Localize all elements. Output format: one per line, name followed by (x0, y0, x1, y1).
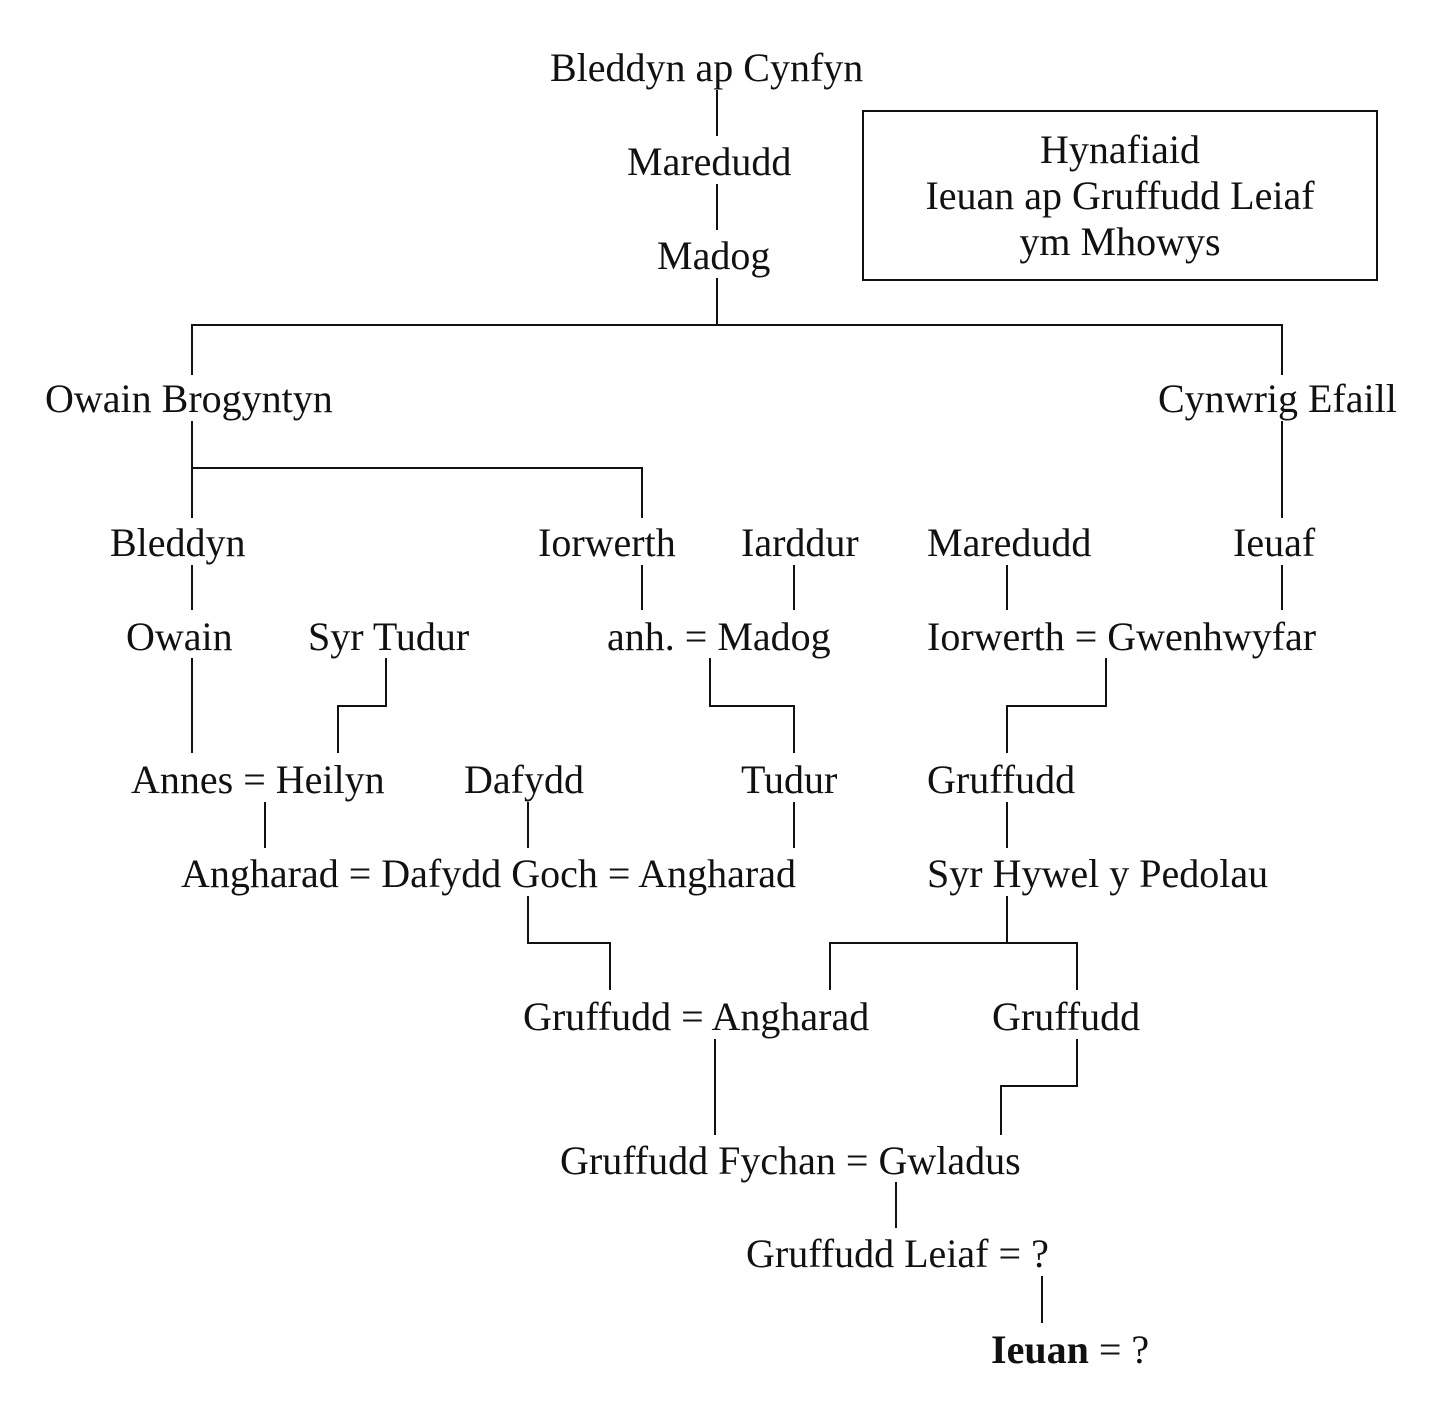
title-box: Hynafiaid Ieuan ap Gruffudd Leiaf ym Mho… (862, 110, 1378, 281)
line-syr-hywel-children (829, 942, 1078, 990)
person-unknown-spouse-2: ? (1131, 1327, 1150, 1372)
title-line-2: Ieuan ap Gruffudd Leiaf (925, 172, 1315, 218)
person-gwladus: Gwladus (878, 1138, 1021, 1183)
person-cynwrig-efaill: Cynwrig Efaill (1158, 376, 1397, 421)
person-gruffudd: Gruffudd (927, 757, 1076, 802)
person-dafydd: Dafydd (464, 757, 584, 802)
person-gruffudd-3: Gruffudd (992, 994, 1141, 1039)
person-gruffudd-2: Gruffudd (523, 994, 672, 1039)
person-maredudd: Maredudd (627, 139, 792, 184)
couple-annes-heilyn: Annes = Heilyn (131, 760, 385, 800)
couple-angharad-dafydd-goch-angharad: Angharad = Dafydd Goch = Angharad (181, 854, 796, 894)
person-bleddyn-ap-cynfyn: Bleddyn ap Cynfyn (550, 45, 864, 90)
person-ieuan: Ieuan (991, 1327, 1089, 1372)
marriage-symbol: = (348, 851, 372, 896)
person-gwenhwyfar: Gwenhwyfar (1107, 614, 1317, 659)
person-madog-2: Madog (717, 614, 831, 659)
person-madog: Madog (657, 233, 771, 278)
person-iorwerth: Iorwerth (538, 520, 676, 565)
marriage-symbol: = (845, 1138, 869, 1183)
line-iorwerth-gwenhwyfar-gruffudd (1006, 658, 1107, 753)
marriage-symbol: = (998, 1231, 1022, 1276)
line-anh-madog-tudur (709, 658, 795, 753)
person-maredudd-2: Maredudd (927, 520, 1092, 565)
couple-gruffudd-leiaf: Gruffudd Leiaf = ? (746, 1234, 1049, 1274)
couple-iorwerth-gwenhwyfar: Iorwerth = Gwenhwyfar (927, 617, 1316, 657)
person-owain-brogyntyn: Owain Brogyntyn (45, 376, 333, 421)
marriage-symbol: = (681, 994, 704, 1039)
marriage-symbol: = (1074, 614, 1098, 659)
person-dafydd-goch: Dafydd Goch (381, 851, 598, 896)
person-heilyn: Heilyn (275, 757, 385, 802)
couple-anh-madog: anh. = Madog (607, 617, 831, 657)
couple-gruffudd-angharad: Gruffudd = Angharad (523, 997, 869, 1037)
person-unknown-spouse-1: ? (1031, 1231, 1049, 1276)
marriage-symbol: = (243, 757, 266, 802)
person-ieuaf: Ieuaf (1233, 520, 1316, 565)
couple-gruffudd-fychan-gwladus: Gruffudd Fychan = Gwladus (560, 1141, 1021, 1181)
person-owain: Owain (126, 614, 233, 659)
person-anh: anh. (607, 614, 675, 659)
person-annes: Annes (131, 757, 234, 802)
marriage-symbol: = (684, 614, 708, 659)
person-iarddur: Iarddur (741, 520, 859, 565)
title-line-3: ym Mhowys (1019, 218, 1221, 264)
person-angharad-1: Angharad (181, 851, 339, 896)
person-iorwerth-2: Iorwerth (927, 614, 1065, 659)
line-syr-tudur-heilyn (337, 658, 387, 753)
line-madog-children (191, 324, 1283, 375)
marriage-symbol: = (607, 851, 631, 896)
marriage-symbol: = (1098, 1327, 1122, 1372)
line-dafydd-goch-gruffudd (527, 896, 611, 990)
couple-ieuan: Ieuan = ? (991, 1330, 1149, 1370)
person-gruffudd-leiaf: Gruffudd Leiaf (746, 1231, 989, 1276)
person-syr-tudur: Syr Tudur (308, 614, 470, 659)
person-angharad-3: Angharad (711, 994, 870, 1039)
person-angharad-2: Angharad (638, 851, 796, 896)
title-line-1: Hynafiaid (1040, 126, 1200, 172)
line-gruffudd-gwladus (1000, 1039, 1078, 1135)
person-gruffudd-fychan: Gruffudd Fychan (560, 1138, 836, 1183)
line-owain-brogyntyn-iorwerth (192, 467, 643, 518)
person-bleddyn: Bleddyn (110, 520, 246, 565)
person-tudur: Tudur (741, 757, 838, 802)
person-syr-hywel-y-pedolau: Syr Hywel y Pedolau (927, 851, 1269, 896)
